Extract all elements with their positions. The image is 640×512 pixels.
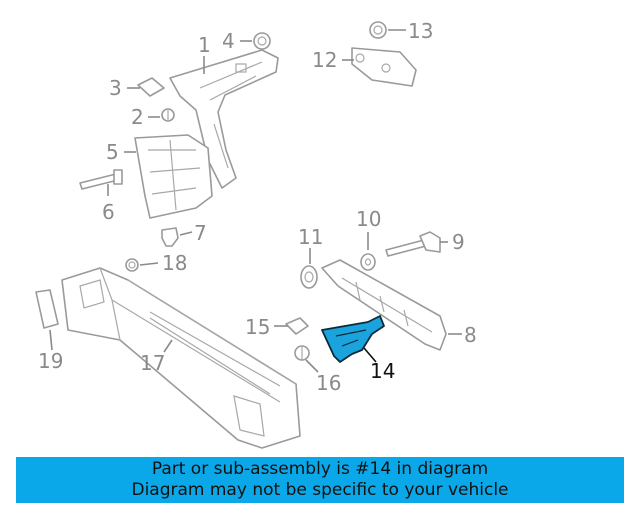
part-18-nut: [125, 258, 139, 272]
callout-15: 15: [245, 315, 270, 339]
part-4-clip: [253, 32, 271, 50]
callout-16: 16: [316, 371, 341, 395]
part-3-nut-plate: [137, 77, 165, 97]
part-12-bracket: [351, 47, 417, 87]
callout-7: 7: [194, 221, 207, 245]
banner-line-part: Part or sub-assembly is #14 in diagram: [151, 459, 489, 479]
part-8-absorber: [321, 259, 447, 351]
part-7-pin: [161, 227, 179, 247]
callout-18: 18: [162, 251, 187, 275]
callout-6: 6: [102, 200, 115, 224]
part-16-bolt: [294, 345, 310, 361]
part-5-bracket: [134, 134, 213, 219]
parts-diagram: 1 2 3 4 5 6 7 8 9 10 11 12 13 14 15 16 1…: [35, 19, 477, 449]
callout-2: 2: [131, 105, 144, 129]
info-banner: Part or sub-assembly is #14 in diagram D…: [16, 457, 624, 503]
part-15-clip: [285, 317, 309, 335]
part-13-grommet: [369, 21, 387, 39]
part-14-bracket-highlighted[interactable]: [321, 315, 385, 363]
part-9-stud: [385, 231, 441, 257]
callout-14: 14: [370, 359, 395, 383]
callout-12: 12: [312, 48, 337, 72]
callout-4: 4: [222, 29, 235, 53]
callout-13: 13: [408, 19, 433, 43]
callout-11: 11: [298, 225, 323, 249]
callout-labels: 1 2 3 4 5 6 7 8 9 10 11 12 13 14 15 16 1…: [38, 19, 477, 395]
part-6-bolt: [79, 169, 123, 190]
callout-17: 17: [140, 351, 165, 375]
callout-3: 3: [109, 76, 122, 100]
callout-10: 10: [356, 207, 381, 231]
callout-1: 1: [198, 33, 211, 57]
part-19-cover: [35, 289, 59, 329]
callout-5: 5: [106, 140, 119, 164]
part-11-grommet: [300, 265, 318, 289]
leader-lines: [49, 29, 462, 373]
banner-line-disclaimer: Diagram may not be specific to your vehi…: [131, 480, 509, 500]
part-2-bolt: [161, 108, 175, 122]
part-1-pillar-bracket: [169, 49, 279, 189]
part-17-reinforcement-beam: [61, 267, 301, 449]
callout-9: 9: [452, 230, 465, 254]
callout-19: 19: [38, 349, 63, 373]
callout-8: 8: [464, 323, 477, 347]
part-10-washer: [360, 253, 376, 271]
